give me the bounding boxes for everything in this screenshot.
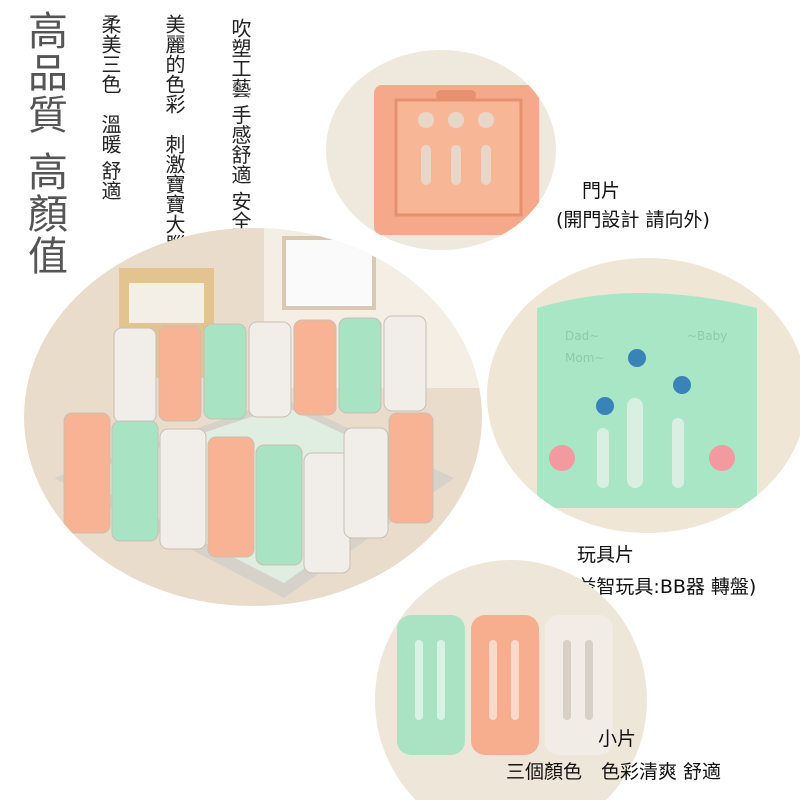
fence-panel-back — [113, 327, 157, 424]
fence-panel-right — [388, 412, 434, 524]
toy-panel-title: 玩具片 — [577, 544, 635, 566]
small-panels-photo — [375, 560, 647, 800]
door-panel-subtitle: (開門設計 請向外) — [556, 209, 710, 231]
toy-panel-subtitle: (益智玩具:BB器 轉盤) — [570, 576, 757, 598]
small-panel-title: 小片 — [598, 728, 637, 750]
fence-panel-front — [159, 428, 207, 550]
heading: 高品質 高顏值 — [21, 10, 67, 277]
fence-panel-right — [343, 427, 389, 539]
fence-panel-front — [303, 452, 351, 574]
embossed-mom: Mom~ — [565, 351, 604, 365]
fence-panel-front — [63, 412, 111, 534]
small-panel-subtitle: 三個顏色 色彩清爽 舒適 — [506, 761, 722, 783]
door-panel-title: 門片 — [582, 180, 621, 202]
fence-panel-back — [383, 315, 427, 412]
door-panel-photo — [326, 50, 556, 250]
fence-panel-back — [248, 321, 292, 418]
fence-panel-front — [207, 436, 255, 558]
feature-safety: 吹塑工藝 手感舒適 安全 — [228, 18, 252, 231]
embossed-baby: ~Baby — [687, 329, 727, 343]
fence-panel-back — [203, 323, 247, 420]
fence-panel-back — [293, 319, 337, 416]
fence-panel-front — [111, 420, 159, 542]
fence-panel-back — [338, 317, 382, 414]
fence-panel-front — [255, 444, 303, 566]
playpen-photo — [24, 228, 482, 606]
fence-panel-back — [158, 325, 202, 422]
toy-panel-photo: Dad~ Mom~ ~Baby — [487, 258, 800, 533]
feature-colors: 柔美三色 溫暖 舒適 — [98, 14, 122, 201]
embossed-dad: Dad~ — [565, 329, 599, 343]
